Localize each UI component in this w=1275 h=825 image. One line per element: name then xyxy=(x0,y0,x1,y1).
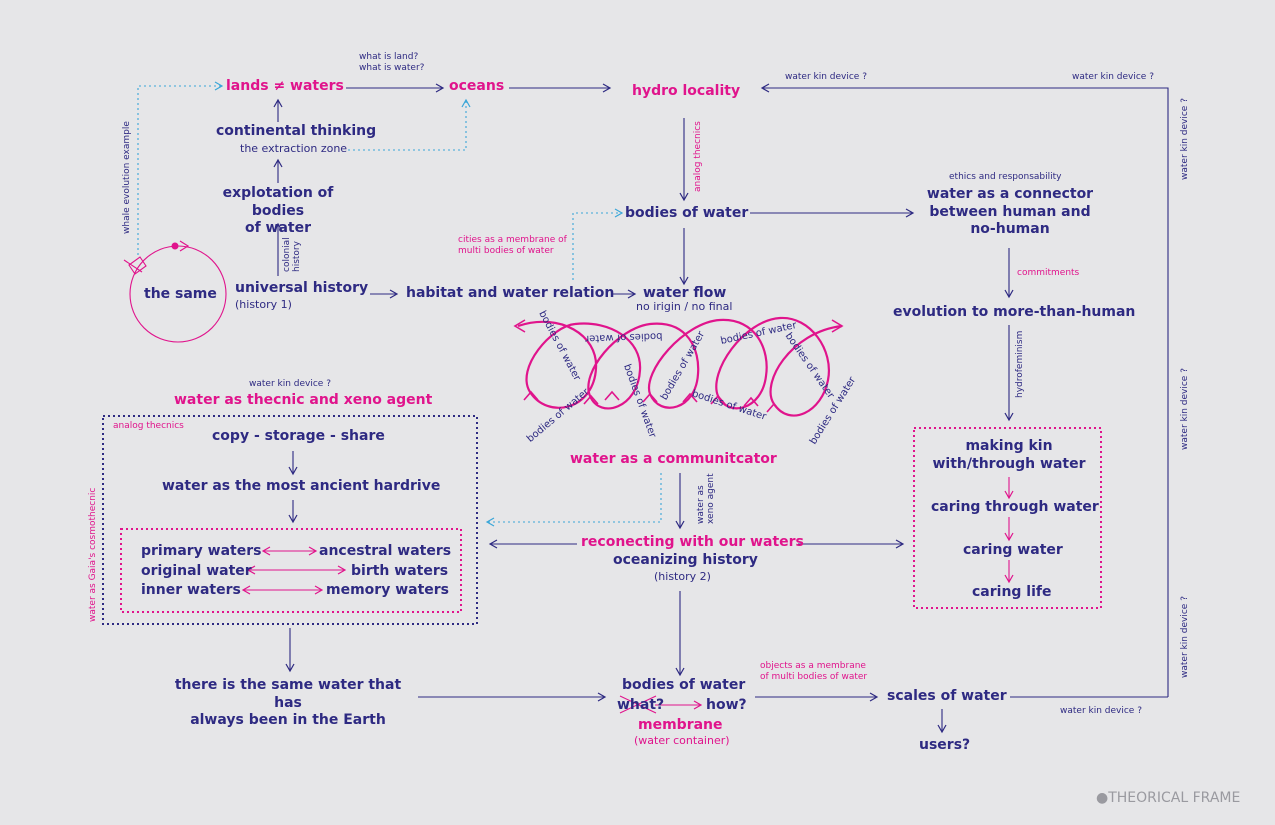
label-how: how? xyxy=(706,697,747,713)
label-hydrofeminism: hydrofeminism xyxy=(1015,330,1025,398)
label-kin-device-vertical-3: water kin device ? xyxy=(1180,596,1190,678)
label-water-container: (water container) xyxy=(634,734,730,747)
node-habitat: habitat and water relation xyxy=(406,285,615,301)
label-analog-thecnics: analog thecnics xyxy=(113,421,184,431)
node-making-kin: making kin with/through water xyxy=(932,438,1086,472)
node-oceanizing-history: oceanizing history xyxy=(613,552,758,568)
node-ancestral-waters: ancestral waters xyxy=(319,543,452,559)
label-water-xeno-agent: water as xeno agent xyxy=(696,473,716,524)
node-reconecting: reconecting with our waters xyxy=(581,534,804,550)
node-inner-waters: inner waters xyxy=(141,582,241,598)
label-what-is-land: what is land? what is water? xyxy=(359,52,425,74)
node-explotation: explotation of bodies of water xyxy=(222,185,334,236)
label-cities-membrane: cities as a membrane of multi bodies of … xyxy=(458,235,567,257)
node-caring-through: caring through water xyxy=(931,499,1099,515)
node-birth-waters: birth waters xyxy=(351,563,449,579)
label-colonial-history: colonial history xyxy=(282,237,302,272)
label-ethics: ethics and responsability xyxy=(949,172,1062,182)
node-hydro-locality: hydro locality xyxy=(632,83,741,99)
label-kin-device-vertical-1: water kin device ? xyxy=(1180,98,1190,180)
label-history-2: (history 2) xyxy=(654,570,711,583)
node-same-water: there is the same water that has always … xyxy=(174,677,402,728)
node-copy-storage: copy - storage - share xyxy=(212,428,385,444)
label-objects-membrane: objects as a membrane of multi bodies of… xyxy=(760,661,868,683)
node-lands-waters: lands ≠ waters xyxy=(226,78,344,94)
label-kin-device-left: water kin device ? xyxy=(249,379,331,389)
label-gaia-cosmothecnic: water as Gaia's cosmothecnic xyxy=(88,487,98,622)
footer-title: ●THEORICAL FRAME xyxy=(1096,790,1241,806)
circle-dot xyxy=(171,242,179,250)
node-oceans: oceans xyxy=(449,78,505,94)
node-water-as-thecnic: water as thecnic and xeno agent xyxy=(174,392,433,408)
node-universal-history: universal history xyxy=(235,280,369,296)
node-the-same: the same xyxy=(144,286,217,302)
node-original-water: original water xyxy=(141,563,252,579)
node-caring-water: caring water xyxy=(963,542,1063,558)
node-bodies-of-water-bottom: bodies of water xyxy=(622,677,746,693)
label-history-1: (history 1) xyxy=(235,298,292,311)
node-users: users? xyxy=(919,737,971,753)
label-kin-device-bottom: water kin device ? xyxy=(1060,706,1142,716)
node-ancient-hardrive: water as the most ancient hardrive xyxy=(162,478,441,494)
node-bodies-of-water: bodies of water xyxy=(625,205,749,221)
label-kin-device-vertical-2: water kin device ? xyxy=(1180,368,1190,450)
node-continental-thinking: continental thinking xyxy=(216,123,377,139)
label-what: what? xyxy=(617,697,665,713)
node-scales-of-water: scales of water xyxy=(887,688,1007,704)
node-water-flow: water flow xyxy=(643,285,727,301)
node-primary-waters: primary waters xyxy=(141,543,262,559)
node-membrane: membrane xyxy=(638,717,723,733)
spiral-loops xyxy=(517,316,843,417)
label-analog-thecnics-vertical: analog thecnics xyxy=(693,121,703,192)
node-memory-waters: memory waters xyxy=(326,582,449,598)
label-extraction-zone: the extraction zone xyxy=(240,142,348,155)
node-caring-life: caring life xyxy=(972,584,1052,600)
node-water-connector: water as a connector between human and n… xyxy=(926,186,1094,237)
label-kin-device-top-1: water kin device ? xyxy=(785,72,867,82)
label-no-origin: no irigin / no final xyxy=(636,300,733,313)
node-communicator: water as a communitcator xyxy=(570,451,777,467)
label-kin-device-top-2: water kin device ? xyxy=(1072,72,1154,82)
label-whale-evolution: whale evolution example xyxy=(122,121,132,234)
node-evolution: evolution to more-than-human xyxy=(893,304,1136,320)
label-commitments: commitments xyxy=(1017,268,1080,278)
